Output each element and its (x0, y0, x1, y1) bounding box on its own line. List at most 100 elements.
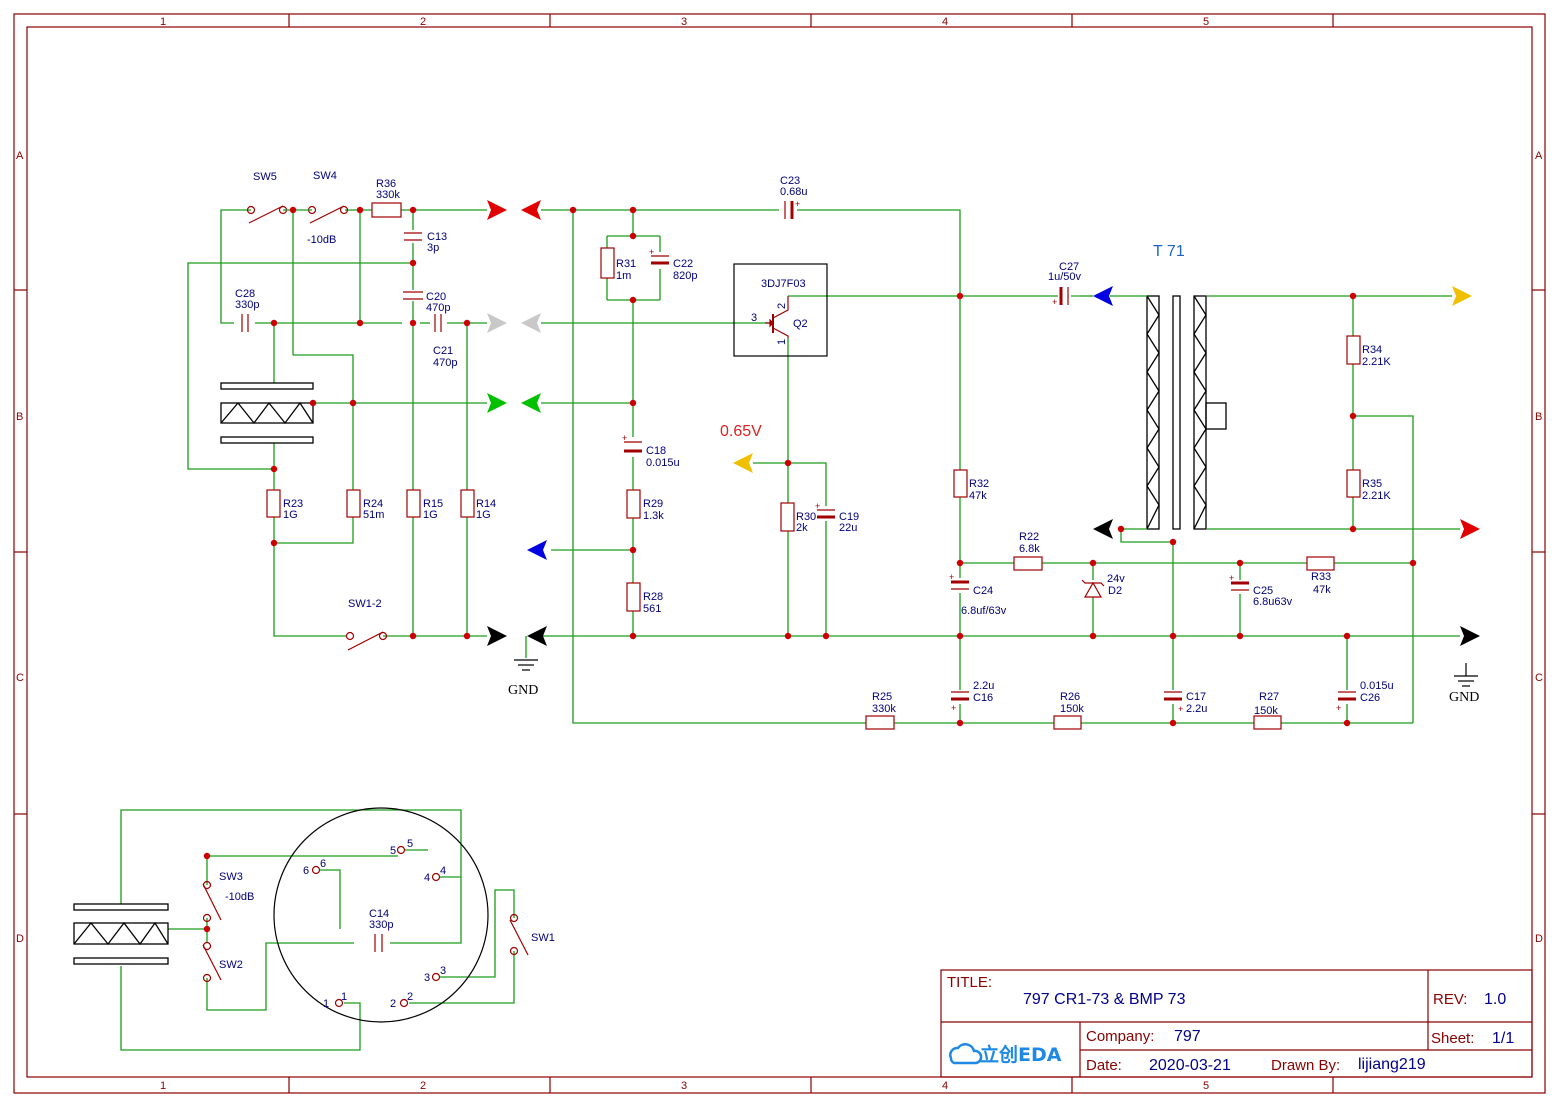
svg-text:+: + (1178, 704, 1183, 714)
r35-value: 2.21K (1362, 490, 1391, 502)
pin-2-a: 2 (390, 998, 396, 1010)
red-arrow-out (487, 200, 507, 220)
grid-col-3-bottom: 3 (681, 1080, 687, 1092)
c18-value: 0.015u (646, 457, 680, 469)
title-block: TITLE: 797 CR1-73 & BMP 73 REV: 1.0 Comp… (940, 969, 1533, 1078)
logo-text: 立创EDA (980, 1043, 1062, 1066)
r26-body (1053, 715, 1082, 730)
ground-symbols (514, 659, 1478, 687)
title-label: TITLE: (947, 974, 992, 991)
c13-value: 3p (427, 242, 439, 254)
c18-label: C18 (646, 445, 666, 457)
svg-text:+: + (815, 501, 820, 511)
grid-col-5-bottom: 5 (1203, 1080, 1209, 1092)
gnd-label-left: GND (508, 683, 538, 698)
grid-col-4: 4 (942, 16, 948, 28)
transformer-t71 (1110, 295, 1227, 530)
r15-body (406, 489, 421, 518)
r28-value: 561 (643, 603, 661, 615)
transistor-part-label: 3DJ7F03 (761, 278, 806, 290)
r30-value: 2k (796, 522, 808, 534)
date-value: 2020-03-21 (1149, 1057, 1231, 1074)
wires (120, 209, 1460, 1051)
r33-value: 47k (1313, 584, 1331, 596)
svg-text:+: + (949, 572, 954, 582)
grid-row-b-right: B (1535, 411, 1542, 423)
grid-col-3: 3 (681, 16, 687, 28)
r27-value: 150k (1254, 705, 1278, 717)
sw4-label: SW4 (313, 170, 337, 182)
grid-col-1: 1 (160, 16, 166, 28)
pin-5-a: 5 (390, 845, 396, 857)
r29-label: R29 (643, 498, 663, 510)
microphone-element-2-symbol (73, 903, 169, 965)
black-arrow-out (487, 626, 507, 646)
c19-value: 22u (839, 522, 857, 534)
components: + + + + + + (73, 199, 1361, 1023)
pin-2-b: 2 (407, 991, 413, 1003)
pin-4-b: 4 (440, 865, 446, 877)
d2-body (1083, 581, 1103, 598)
r15-value: 1G (423, 509, 438, 521)
component-labels: SW5 SW4 R36 330k -10dB C13 3p C28 330p C… (219, 170, 1479, 1010)
r31-value: 1m (616, 270, 631, 282)
r29-value: 1.3k (643, 510, 664, 522)
r36-value: 330k (376, 189, 400, 201)
r33-body (1306, 556, 1335, 571)
c22-value: 820p (673, 270, 697, 282)
grid-row-a: A (16, 150, 24, 162)
r33-label: R33 (1311, 571, 1331, 583)
c23-value: 0.68u (780, 186, 808, 198)
svg-text:+: + (1229, 573, 1234, 583)
r25-body (865, 715, 895, 730)
q2-label: Q2 (793, 318, 808, 330)
c17-value: 2.2u (1186, 703, 1207, 715)
r36-body (371, 202, 402, 218)
date-label: Date: (1086, 1057, 1122, 1074)
r23-label: R23 (283, 498, 303, 510)
q2-pin1-label: 1 (776, 339, 788, 345)
r30-label: R30 (796, 511, 816, 523)
green-arrow-out (487, 393, 507, 413)
minus-10db-label: -10dB (307, 234, 336, 246)
q2-package-box (733, 263, 828, 357)
c20-label: C20 (426, 291, 446, 303)
black-arrow-in (527, 626, 547, 646)
grid-col-1-bottom: 1 (160, 1080, 166, 1092)
rev-value: 1.0 (1484, 991, 1506, 1008)
gnd-label-right: GND (1449, 690, 1479, 705)
c14-value: 330p (369, 919, 393, 931)
pin-6-a: 6 (303, 865, 309, 877)
pin-5-b: 5 (407, 838, 413, 850)
c27-value: 1u/50v (1048, 271, 1082, 283)
c26-value: 0.015u (1360, 680, 1394, 692)
r26-value: 150k (1060, 703, 1084, 715)
r14-body (460, 489, 475, 518)
sw1-2-label: SW1-2 (348, 598, 382, 610)
blue-arrow-t71 (1093, 286, 1113, 306)
r27-body (1253, 715, 1282, 730)
net-arrows (487, 200, 1480, 646)
c14-label: C14 (369, 908, 389, 920)
pin-3-a: 3 (424, 972, 430, 984)
svg-text:+: + (622, 433, 627, 443)
r28-label: R28 (643, 591, 663, 603)
company-label: Company: (1086, 1028, 1154, 1045)
r14-value: 1G (476, 509, 491, 521)
svg-text:+: + (1336, 703, 1341, 713)
grid-row-d-right: D (1535, 933, 1543, 945)
r24-label: R24 (363, 498, 383, 510)
r22-value: 6.8k (1019, 543, 1040, 555)
sw4-lever (309, 205, 345, 224)
r24-value: 51m (363, 509, 384, 521)
black-arrow-right (1460, 626, 1480, 646)
cloud-icon (949, 1043, 983, 1065)
grid-row-c: C (16, 672, 24, 684)
r32-value: 47k (969, 490, 987, 502)
red-arrow-in (521, 200, 541, 220)
sheet-value: 1/1 (1492, 1030, 1514, 1047)
r27-label: R27 (1259, 691, 1279, 703)
grid-row-b: B (16, 411, 23, 423)
r14-label: R14 (476, 498, 496, 510)
yellow-arrow-right (1452, 286, 1472, 306)
